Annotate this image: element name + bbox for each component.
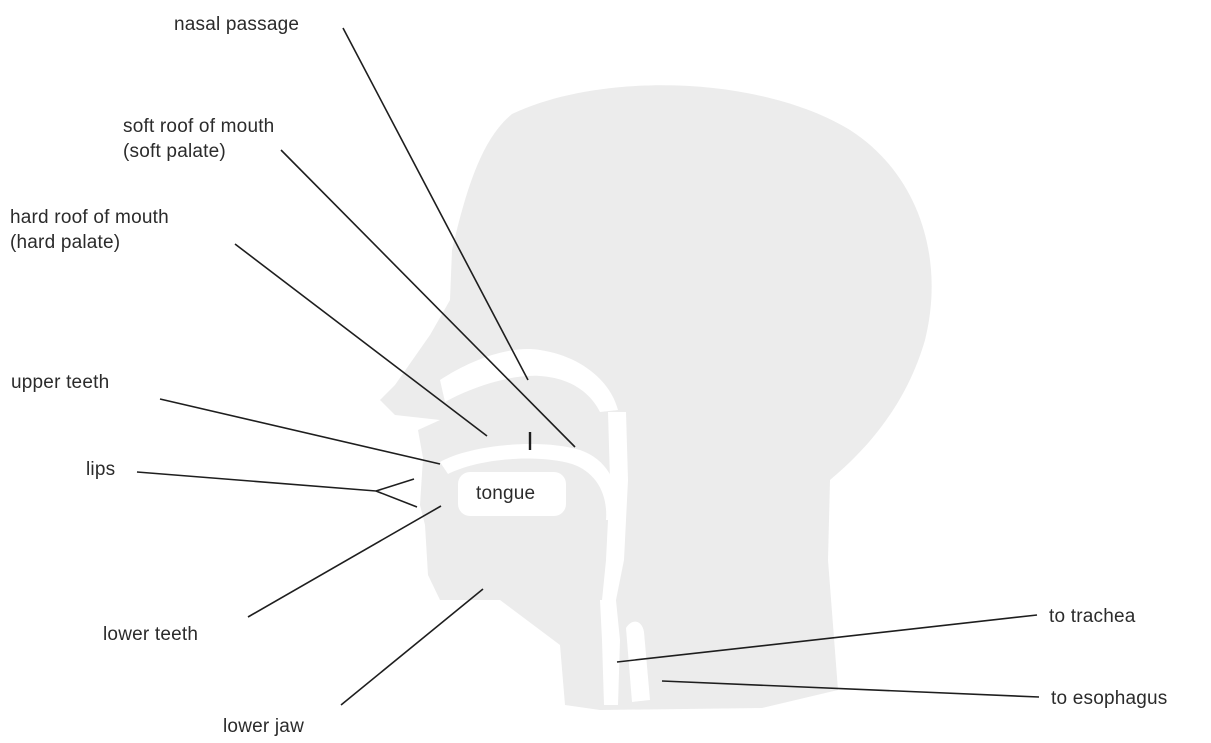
label-soft-palate: soft roof of mouth (soft palate) — [123, 114, 274, 164]
label-nasal-passage: nasal passage — [174, 12, 299, 37]
leader-lips-lower — [376, 491, 417, 507]
label-lower-teeth: lower teeth — [103, 622, 198, 647]
label-lower-jaw: lower jaw — [223, 714, 304, 739]
label-lips: lips — [86, 457, 115, 482]
leader-lips — [137, 472, 414, 491]
label-soft-palate-line1: soft roof of mouth — [123, 114, 274, 139]
label-upper-teeth: upper teeth — [11, 370, 109, 395]
leader-lower-jaw — [341, 589, 483, 705]
label-soft-palate-line2: (soft palate) — [123, 139, 274, 164]
label-to-esophagus: to esophagus — [1051, 686, 1168, 711]
label-hard-palate-line2: (hard palate) — [10, 230, 169, 255]
label-hard-palate: hard roof of mouth (hard palate) — [10, 205, 169, 255]
head-silhouette — [380, 85, 932, 710]
label-tongue: tongue — [476, 481, 535, 506]
label-hard-palate-line1: hard roof of mouth — [10, 205, 169, 230]
leader-lower-teeth — [248, 506, 441, 617]
label-to-trachea: to trachea — [1049, 604, 1136, 629]
